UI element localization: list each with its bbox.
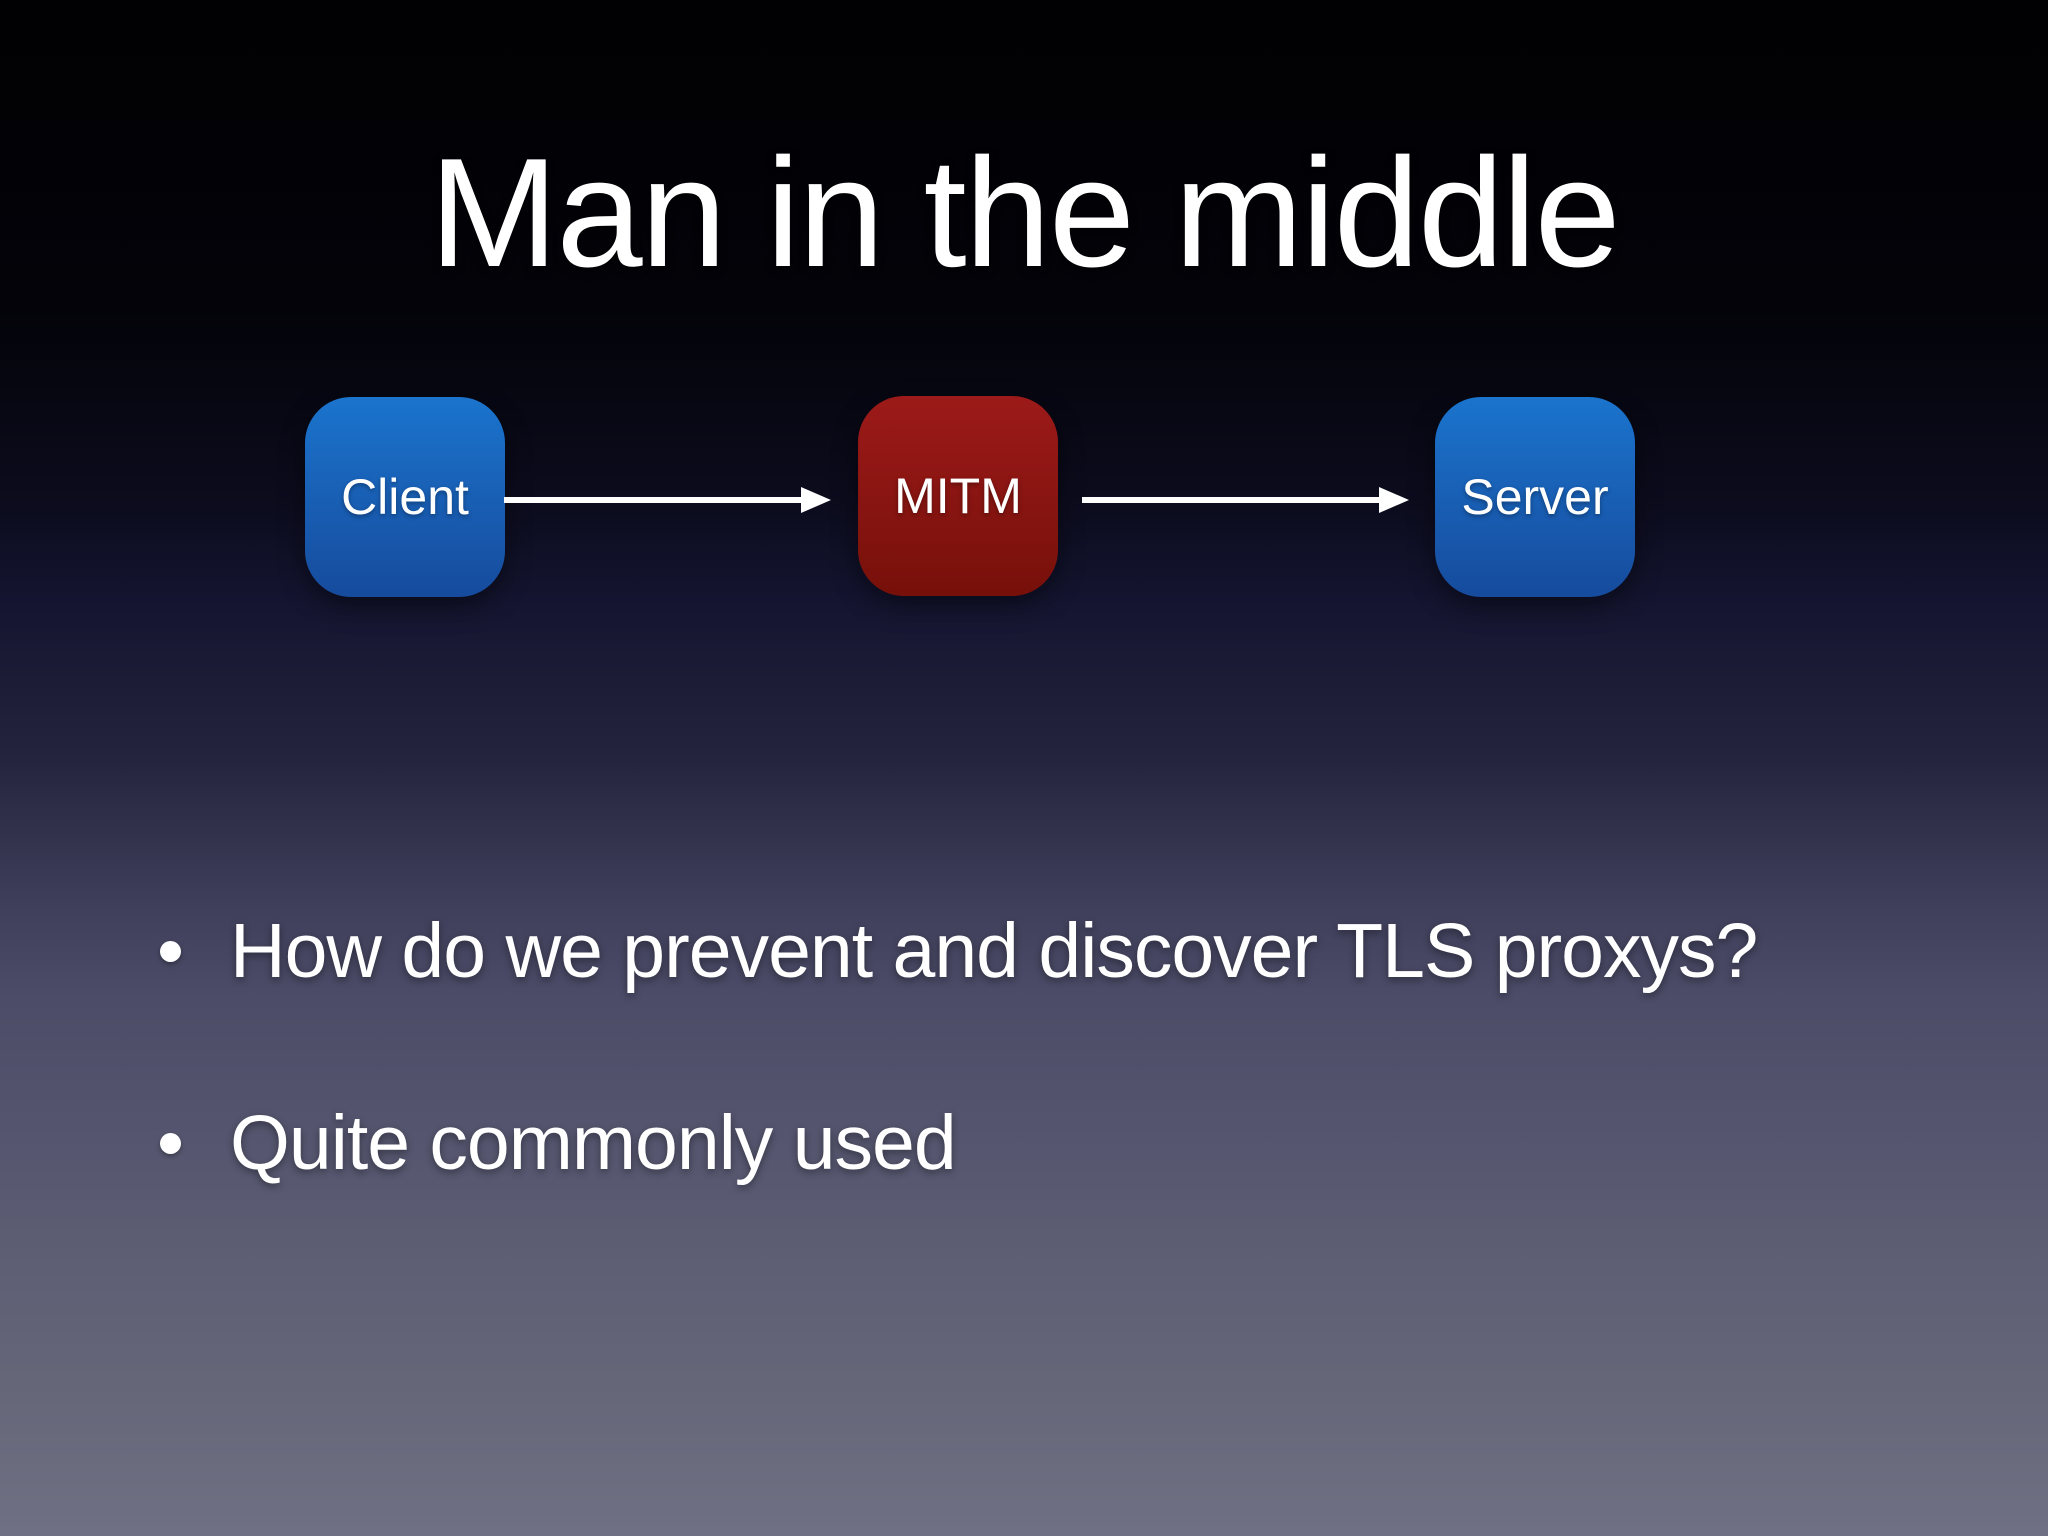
page-title: Man in the middle [429, 126, 1620, 299]
client-node: Client [305, 397, 505, 597]
server-node-label: Server [1461, 469, 1609, 525]
bullet-marker [160, 1132, 181, 1154]
bullet-text-commonly-used: Quite commonly used [230, 1099, 957, 1186]
mitm-node-label: MITM [894, 468, 1022, 524]
client-node-label: Client [341, 469, 469, 525]
mitm-node: MITM [858, 396, 1058, 596]
server-node: Server [1435, 397, 1635, 597]
arrow-client-to-mitm-icon [504, 487, 831, 513]
arrow-mitm-to-server-icon [1082, 487, 1409, 513]
bullet-text-tls-proxys: How do we prevent and discover TLS proxy… [230, 907, 1758, 994]
bullet-item: Quite commonly used [160, 1093, 957, 1193]
bullet-marker [160, 940, 181, 962]
bullet-item: How do we prevent and discover TLS proxy… [160, 901, 1758, 1001]
